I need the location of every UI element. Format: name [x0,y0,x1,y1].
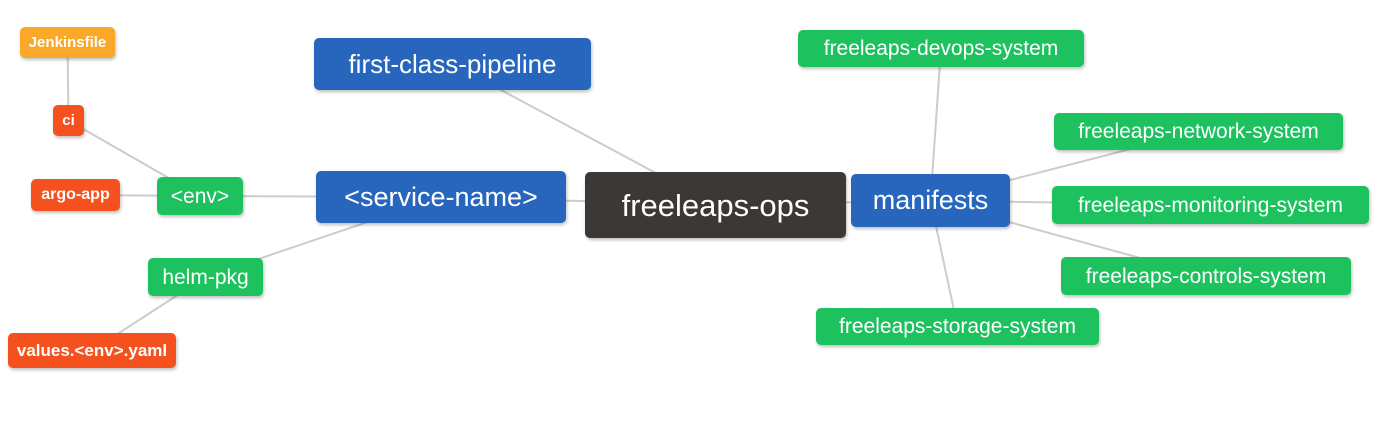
node-label-devops-system: freeleaps-devops-system [823,37,1059,60]
node-service-name[interactable]: <service-name> [316,171,566,223]
node-label-manifests: manifests [872,185,989,215]
node-first-class-pipeline[interactable]: first-class-pipeline [314,38,591,90]
node-jenkinsfile[interactable]: Jenkinsfile [20,27,115,58]
node-ci[interactable]: ci [53,105,84,136]
node-label-values-env-yaml: values.<env>.yaml [16,341,168,360]
node-label-first-class-pipeline: first-class-pipeline [348,49,557,79]
node-label-storage-system: freeleaps-storage-system [839,315,1076,338]
node-label-network-system: freeleaps-network-system [1078,120,1319,143]
node-label-ci: ci [62,112,75,129]
node-label-argo-app: argo-app [41,186,110,203]
node-helm-pkg[interactable]: helm-pkg [148,258,263,296]
node-label-monitoring-system: freeleaps-monitoring-system [1078,193,1343,217]
node-label-controls-system: freeleaps-controls-system [1085,264,1327,288]
node-label-helm-pkg: helm-pkg [162,265,249,289]
node-argo-app[interactable]: argo-app [31,179,120,211]
node-freeleaps-ops[interactable]: freeleaps-ops [585,172,846,238]
node-monitoring-system[interactable]: freeleaps-monitoring-system [1052,186,1369,224]
node-label-env: <env> [170,184,230,208]
node-devops-system[interactable]: freeleaps-devops-system [798,30,1084,67]
node-label-service-name: <service-name> [344,181,538,212]
node-storage-system[interactable]: freeleaps-storage-system [816,308,1099,345]
node-env[interactable]: <env> [157,177,243,215]
node-label-jenkinsfile: Jenkinsfile [28,34,107,51]
node-label-freeleaps-ops: freeleaps-ops [621,187,810,223]
node-values-env-yaml[interactable]: values.<env>.yaml [8,333,176,368]
node-manifests[interactable]: manifests [851,174,1010,227]
node-controls-system[interactable]: freeleaps-controls-system [1061,257,1351,295]
node-network-system[interactable]: freeleaps-network-system [1054,113,1343,150]
